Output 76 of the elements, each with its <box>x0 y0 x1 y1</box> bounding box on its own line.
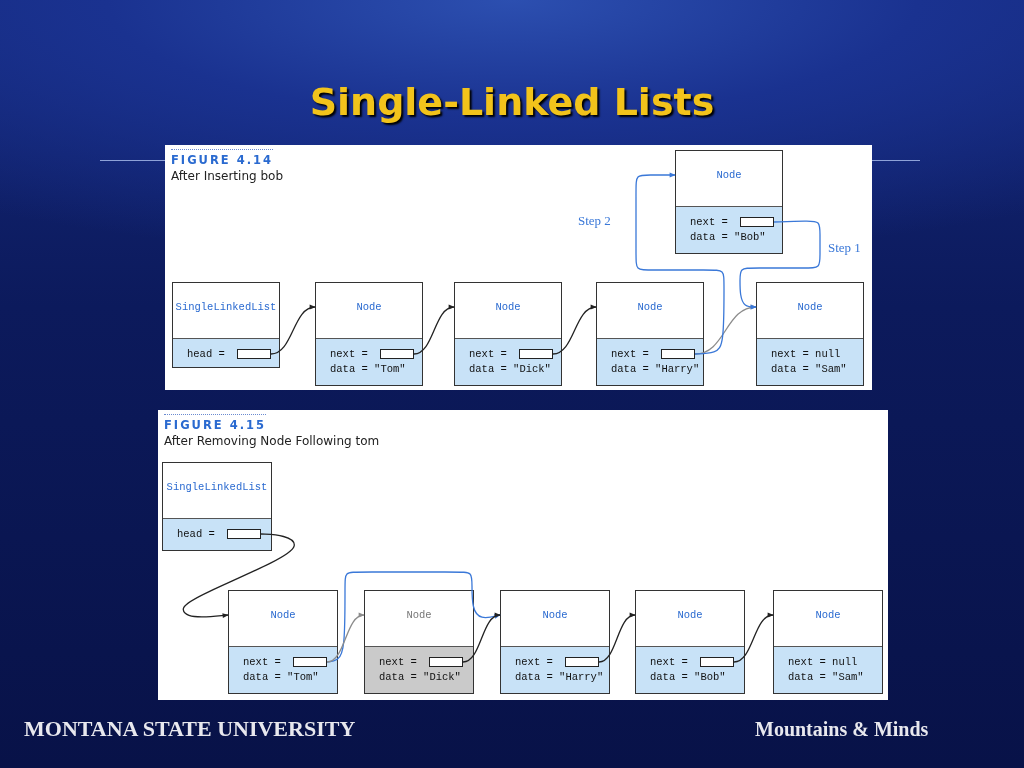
object-box <box>596 282 704 386</box>
class-name: Node <box>815 609 841 621</box>
field-text: next = <box>330 347 368 362</box>
field-text: data = "Dick" <box>469 362 551 377</box>
field-text: next = <box>690 215 728 230</box>
arrow <box>462 613 501 663</box>
object-box <box>500 590 610 694</box>
figure-number: FIGURE 4.14 <box>171 149 273 167</box>
field-text: data = "Sam" <box>788 670 864 685</box>
field-text: next = <box>515 655 553 670</box>
field-text: next = <box>650 655 688 670</box>
figure-panel <box>165 145 872 390</box>
field-text: data = "Harry" <box>611 362 700 377</box>
slide-title: Single-Linked Lists <box>308 80 716 124</box>
class-name: Node <box>270 609 296 621</box>
class-name: Node <box>637 301 663 313</box>
class-name: SingleLinkedList <box>175 301 277 313</box>
object-box <box>454 282 562 386</box>
arrow <box>635 172 725 355</box>
pointer-field <box>661 349 695 359</box>
object-box <box>228 590 338 694</box>
class-name: Node <box>356 301 382 313</box>
field-text: data = "Dick" <box>379 670 461 685</box>
figure-number: FIGURE 4.15 <box>164 414 266 432</box>
pointer-field <box>740 217 774 227</box>
field-text: next = null <box>788 655 858 670</box>
object-box <box>675 150 783 254</box>
class-name: Node <box>716 169 742 181</box>
object-box <box>756 282 864 386</box>
class-name: Node <box>542 609 568 621</box>
arrow <box>598 613 636 663</box>
field-text: next = <box>379 655 417 670</box>
pointer-field <box>237 349 271 359</box>
field-text: data = "Tom" <box>243 670 319 685</box>
field-text: next = null <box>771 347 841 362</box>
arrow <box>739 220 821 310</box>
object-box <box>773 590 883 694</box>
arrow <box>326 571 501 663</box>
figure-panel <box>158 410 888 700</box>
field-text: head = <box>187 347 225 362</box>
field-text: data = "Harry" <box>515 670 604 685</box>
arrow <box>270 305 316 355</box>
class-name: Node <box>797 301 823 313</box>
pointer-field <box>293 657 327 667</box>
arrow <box>552 305 597 355</box>
figure-caption: After Inserting bob <box>171 169 283 183</box>
object-box <box>172 282 280 368</box>
arrow <box>182 533 295 618</box>
object-box <box>364 590 474 694</box>
arrow <box>733 613 774 663</box>
pointer-field <box>519 349 553 359</box>
class-name: Node <box>677 609 703 621</box>
class-name: Node <box>406 609 432 621</box>
pointer-field <box>700 657 734 667</box>
class-name: Node <box>495 301 521 313</box>
pointer-field <box>565 657 599 667</box>
object-box <box>162 462 272 551</box>
object-box <box>315 282 423 386</box>
field-text: data = "Tom" <box>330 362 406 377</box>
pointer-field <box>227 529 261 539</box>
university-name: MONTANA STATE UNIVERSITY <box>24 716 356 742</box>
field-text: next = <box>243 655 281 670</box>
pointer-field <box>429 657 463 667</box>
field-text: data = "Bob" <box>650 670 726 685</box>
pointer-field <box>380 349 414 359</box>
field-text: head = <box>177 527 215 542</box>
arrow <box>413 305 455 355</box>
object-box <box>635 590 745 694</box>
field-text: next = <box>469 347 507 362</box>
class-name: SingleLinkedList <box>166 481 268 493</box>
field-text: next = <box>611 347 649 362</box>
field-text: data = "Sam" <box>771 362 847 377</box>
arrow <box>326 613 365 663</box>
figure-caption: After Removing Node Following tom <box>164 434 380 448</box>
slogan-text: Mountains & Minds <box>755 718 929 741</box>
field-text: data = "Bob" <box>690 230 766 245</box>
